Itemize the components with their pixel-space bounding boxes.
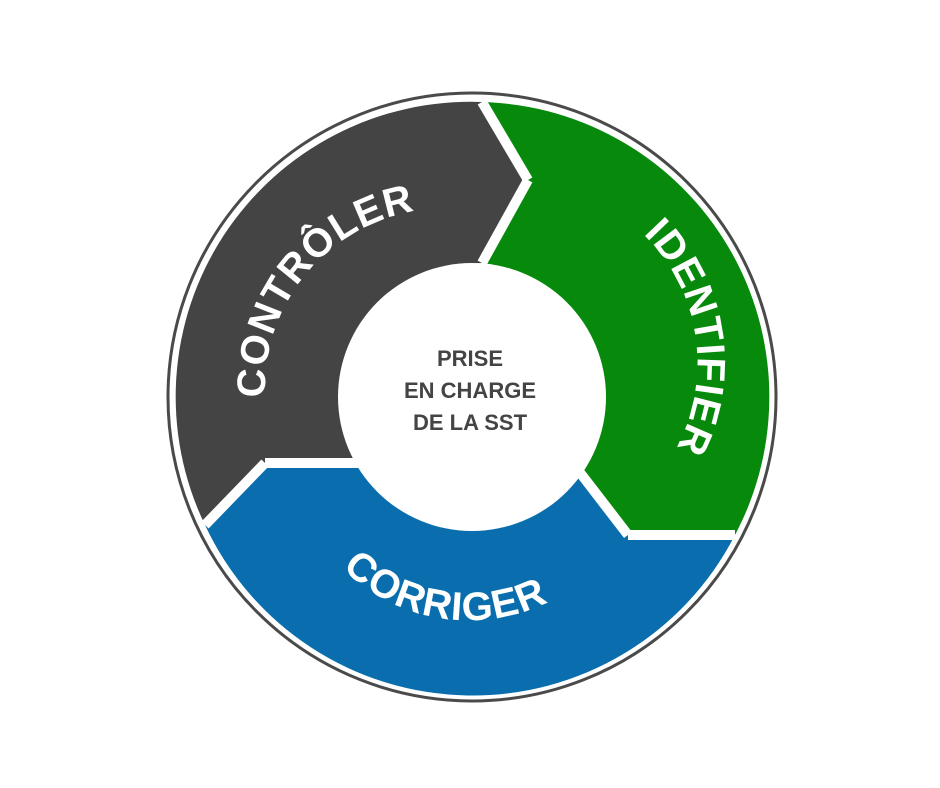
segment-controler — [175, 101, 528, 526]
center-line-1: PRISE — [437, 346, 503, 371]
center-circle — [338, 263, 606, 531]
separator-left — [201, 459, 269, 529]
segment-corriger — [205, 463, 735, 696]
separator-right-inner — [574, 466, 632, 539]
center-line-3: DE LA SST — [413, 410, 528, 435]
center-line-2: EN CHARGE — [404, 378, 536, 403]
separator-top — [477, 99, 533, 183]
segment-identifier — [482, 102, 770, 535]
separator-top-inner — [477, 177, 533, 266]
